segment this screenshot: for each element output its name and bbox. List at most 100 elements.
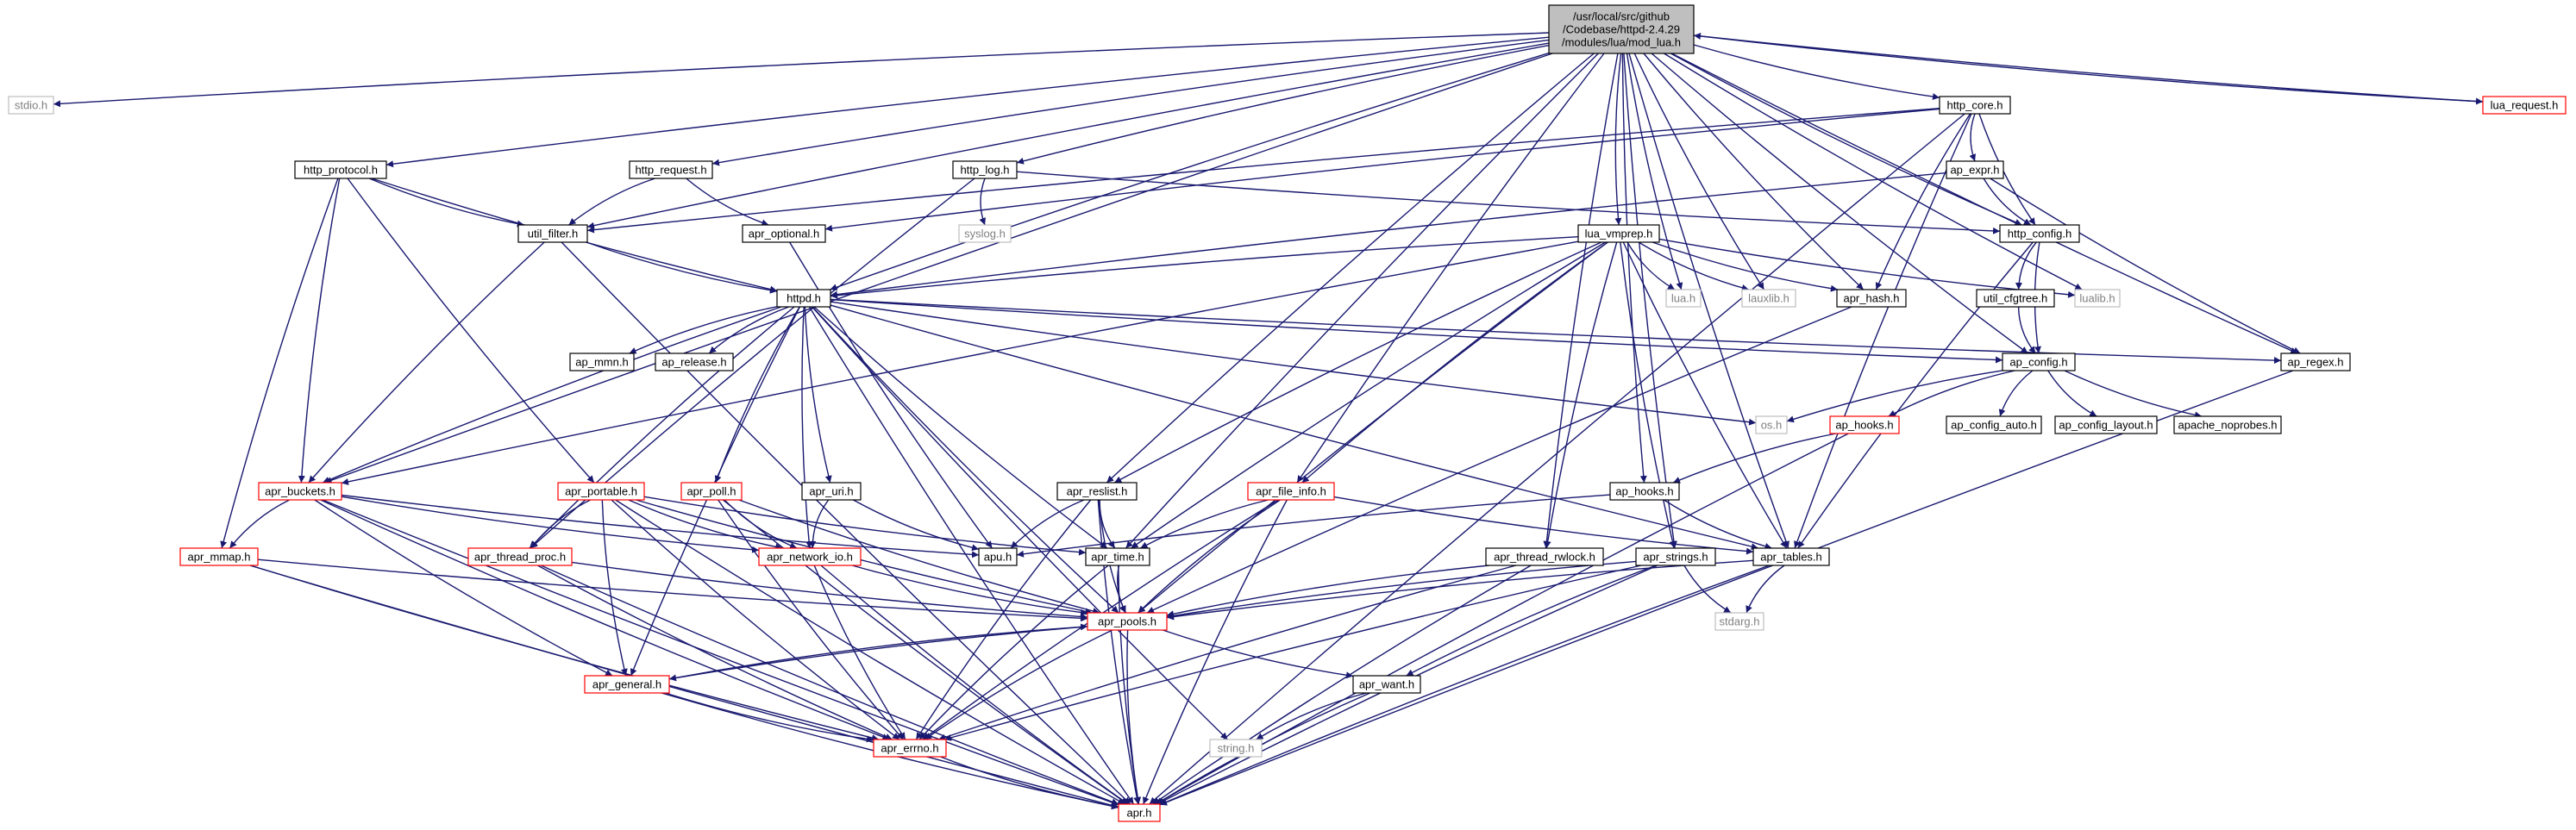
node-apu[interactable]: apu.h <box>978 547 1018 566</box>
node-lua-vmprep[interactable]: lua_vmprep.h <box>1577 224 1660 243</box>
node-ap-hooks-red[interactable]: ap_hooks.h <box>1829 415 1900 434</box>
edge-apr_tables-to-apr <box>1159 565 1770 806</box>
node-lua-request[interactable]: lua_request.h <box>2482 96 2567 115</box>
node-util-filter[interactable]: util_filter.h <box>517 224 588 243</box>
node-http-config[interactable]: http_config.h <box>1999 224 2080 243</box>
edge-apr_portable-to-apr_thread_proc <box>530 499 591 549</box>
node-http-log[interactable]: http_log.h <box>952 160 1018 179</box>
node-label: apr_general.h <box>592 678 661 691</box>
node-box <box>1087 612 1168 631</box>
edge-apr_portable-to-apr <box>615 499 1125 805</box>
edge-apr_buckets-to-apr_mmap <box>229 499 290 549</box>
node-label: apr_portable.h <box>565 485 637 498</box>
node-box <box>517 224 588 243</box>
edge-apr_optional-to-apu <box>788 241 993 549</box>
edge-apr_file_info-to-apr_time <box>1140 499 1269 549</box>
edge-ap_config-to-ap_hooks_red <box>1888 370 2015 417</box>
edge-apr_buckets-to-apr_errno <box>320 499 890 740</box>
node-ap-config[interactable]: ap_config.h <box>2002 353 2076 371</box>
node-box <box>776 289 831 308</box>
node-http-core[interactable]: http_core.h <box>1939 96 2011 115</box>
node-apr-file-info[interactable]: apr_file_info.h <box>1247 482 1335 501</box>
edge-httpd-to-os <box>830 301 1757 426</box>
edge-ap_hooks_red-to-ap_hooks <box>1672 433 1837 484</box>
edge-ap_expr-to-ap_regex <box>1990 178 2301 354</box>
node-box <box>1755 415 1788 434</box>
node-box <box>1118 803 1161 822</box>
node-box <box>952 160 1018 179</box>
edge-mod_lua-to-lua_vmprep <box>1614 53 1622 226</box>
node-apr-general[interactable]: apr_general.h <box>584 675 670 694</box>
node-label: lua_request.h <box>2491 99 2559 112</box>
node-label: apr.h <box>1127 807 1152 820</box>
node-apr-optional[interactable]: apr_optional.h <box>742 224 826 243</box>
node-box <box>557 482 645 501</box>
node-mod-lua[interactable]: /usr/local/src/github/Codebase/httpd-2.4… <box>1548 4 1695 54</box>
node-label: ap_config_layout.h <box>2059 419 2153 432</box>
node-ap-mmn[interactable]: ap_mmn.h <box>569 353 635 371</box>
node-ap-expr[interactable]: ap_expr.h <box>1946 160 2004 179</box>
node-apr-buckets[interactable]: apr_buckets.h <box>258 482 342 501</box>
node-apr-mmap[interactable]: apr_mmap.h <box>179 547 259 566</box>
node-label: /usr/local/src/github <box>1573 10 1670 23</box>
node-apr-network-io[interactable]: apr_network_io.h <box>758 547 862 566</box>
node-apr-thread-proc[interactable]: apr_thread_proc.h <box>467 547 573 566</box>
node-apr-time[interactable]: apr_time.h <box>1085 547 1150 566</box>
edge-mod_lua-to-http_request <box>711 39 1550 166</box>
edge-lua_vmprep-to-apr_reslist <box>1113 241 1602 484</box>
node-label: apr_time.h <box>1091 551 1144 564</box>
node-apr-thread-rwlock[interactable]: apr_thread_rwlock.h <box>1485 547 1604 566</box>
node-apr-pools[interactable]: apr_pools.h <box>1087 612 1168 631</box>
edge-apr_network_io-to-apr <box>820 565 1129 805</box>
node-ap-config-auto[interactable]: ap_config_auto.h <box>1946 415 2042 434</box>
node-ap-regex[interactable]: ap_regex.h <box>2280 353 2351 371</box>
node-http-protocol[interactable]: http_protocol.h <box>294 160 387 179</box>
node-box <box>1577 224 1660 243</box>
edge-httpd-to-apr_time <box>813 306 1108 549</box>
edge-lua_vmprep-to-apr_tables <box>1622 241 1788 549</box>
edge-httpd-to-string <box>812 306 1228 740</box>
node-label: string.h <box>1218 742 1255 755</box>
node-apr[interactable]: apr.h <box>1118 803 1161 822</box>
node-box <box>1548 4 1695 54</box>
node-apache-noprobes[interactable]: apache_noprobes.h <box>2173 415 2282 434</box>
edge-apr_thread_proc-to-apr <box>540 565 1119 805</box>
edge-http_log-to-syslog <box>979 178 986 226</box>
node-label: ap_config_auto.h <box>1951 419 2037 432</box>
node-apr-tables[interactable]: apr_tables.h <box>1752 547 1830 566</box>
edge-util_filter-to-apr <box>561 241 1131 805</box>
node-box <box>629 160 713 179</box>
node-httpd[interactable]: httpd.h <box>776 289 831 308</box>
edge-httpd-to-ap_mmn <box>629 306 778 354</box>
node-apr-portable[interactable]: apr_portable.h <box>557 482 645 501</box>
node-apr-errno[interactable]: apr_errno.h <box>873 739 947 758</box>
node-label: apr_strings.h <box>1643 551 1708 564</box>
node-ap-hooks[interactable]: ap_hooks.h <box>1609 482 1680 501</box>
node-apr-hash[interactable]: apr_hash.h <box>1836 289 1907 308</box>
edge-apr_network_io-to-apr_errno <box>813 565 906 740</box>
node-apr-strings[interactable]: apr_strings.h <box>1635 547 1716 566</box>
node-box <box>467 547 573 566</box>
node-label: /Codebase/httpd-2.4.29 <box>1563 23 1680 36</box>
node-ap-config-layout[interactable]: ap_config_layout.h <box>2054 415 2158 434</box>
node-stdio: stdio.h <box>8 96 54 115</box>
node-label: apr_network_io.h <box>767 551 853 564</box>
node-box <box>958 224 1012 243</box>
edge-httpd-to-apr <box>808 306 1135 805</box>
edge-httpd-to-apr_network_io <box>801 306 813 549</box>
edge-http_protocol-to-util_filter <box>368 178 524 228</box>
edge-apr_hash-to-apr_pools <box>1146 306 1852 614</box>
node-label: ap_config.h <box>2009 356 2067 369</box>
node-util-cfgtree[interactable]: util_cfgtree.h <box>1976 289 2055 308</box>
edge-ap_hooks-to-apr_tables <box>1664 499 1772 550</box>
node-stdarg: stdarg.h <box>1714 612 1764 631</box>
node-http-request[interactable]: http_request.h <box>629 160 713 179</box>
node-ap-release[interactable]: ap_release.h <box>655 353 734 371</box>
node-apr-poll[interactable]: apr_poll.h <box>680 482 743 501</box>
edge-apr_reslist-to-apr_errno <box>915 499 1092 740</box>
edge-apr_file_info-to-apr_tables <box>1333 496 1754 555</box>
node-box <box>1836 289 1907 308</box>
node-apr-reslist[interactable]: apr_reslist.h <box>1056 482 1138 501</box>
node-apr-uri[interactable]: apr_uri.h <box>801 482 862 501</box>
node-apr-want[interactable]: apr_want.h <box>1352 675 1421 694</box>
